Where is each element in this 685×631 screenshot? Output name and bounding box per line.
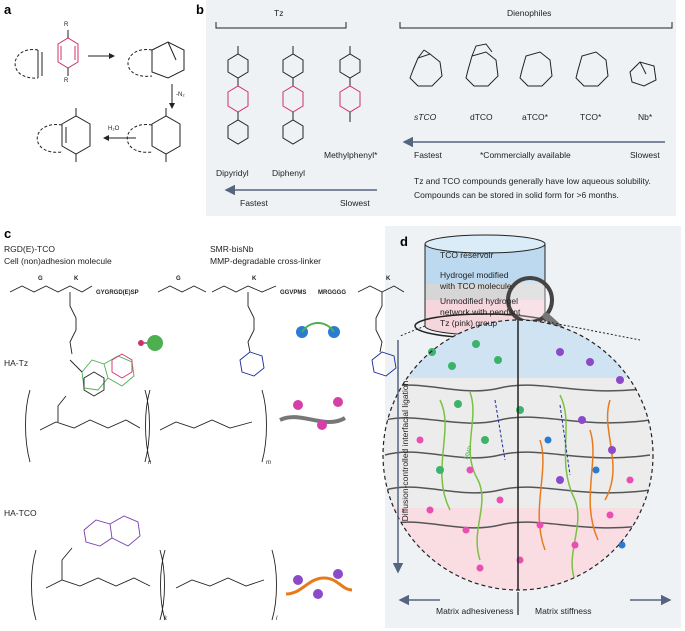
tco-ligand-icon [138, 335, 163, 351]
smr-sequence-2: MRGGGG [318, 290, 346, 296]
panel-a-scheme [14, 30, 185, 162]
modified-hydrogel-label: Hydrogel modified [440, 270, 509, 280]
stiffness-label: Matrix stiffness [535, 606, 592, 616]
dienophile-label: Nb* [638, 112, 653, 122]
dienophile-label: sTCO [414, 112, 437, 122]
tz-fastest-label: Fastest [240, 198, 268, 208]
dienophile-slowest-label: Slowest [630, 150, 660, 160]
n2-loss-label: -N₂ [176, 92, 185, 98]
zoom-circle [382, 319, 654, 591]
tz-compound-label: Methylphenyl* [324, 150, 378, 160]
rgd-residue-label: G [38, 276, 43, 282]
water-label: H₂O [108, 126, 120, 132]
dienophile-fastest-label: Fastest [414, 150, 442, 160]
smr-sequence-1: GGVPMS [280, 290, 307, 296]
tz-compound-label: Dipyridyl [216, 168, 249, 178]
hatz-title: HA-Tz [4, 358, 29, 368]
repeat-n: n [148, 460, 152, 466]
repeat-k: k [164, 616, 167, 622]
repeat-m: m [266, 460, 271, 466]
ha-tz-chain-icon [279, 397, 347, 430]
commercial-note: *Commercially available [480, 150, 571, 160]
rgd-title: RGD(E)-TCO [4, 244, 55, 254]
adhesiveness-label: Matrix adhesiveness [436, 606, 514, 616]
panel-b-letter: b [196, 2, 204, 17]
smr-title: SMR-bisNb [210, 244, 254, 254]
reservoir-label: TCO reservoir [440, 250, 494, 260]
solubility-note: Tz and TCO compounds generally have low … [414, 176, 651, 186]
nb-crosslinker-icon [296, 322, 340, 338]
tz-slowest-label: Slowest [340, 198, 370, 208]
panel-a-letter: a [4, 2, 12, 17]
dienophiles-header: Dienophiles [507, 8, 552, 18]
smr-residue-label: K [252, 276, 257, 282]
dienophile-label: dTCO [470, 112, 493, 122]
panel-b-tz-structures [215, 22, 361, 145]
storage-note: Compounds can be stored in solid form fo… [414, 190, 619, 200]
smr-residue-label: K [386, 276, 391, 282]
r-group-label: R [64, 22, 69, 28]
dienophile-label: aTCO* [522, 112, 548, 122]
rgd-residue-label: G [176, 276, 181, 282]
unmodified-hydrogel-label: network with pendant [440, 307, 521, 317]
tz-header: Tz [274, 8, 284, 18]
modified-hydrogel-label: with TCO molecule [440, 281, 512, 291]
ha-tco-chain-icon [285, 569, 353, 599]
panel-c-hatco-structure [31, 515, 277, 621]
panel-b-background [206, 0, 676, 216]
tz-compound-label: Diphenyl [272, 168, 306, 178]
panel-d-letter: d [400, 234, 408, 249]
rgd-subtitle: Cell (non)adhesion molecule [4, 256, 112, 266]
unmodified-hydrogel-label: Tz (pink) group [440, 318, 498, 328]
hatco-title: HA-TCO [4, 508, 37, 518]
smr-subtitle: MMP-degradable cross-linker [210, 256, 322, 266]
rgd-sequence: GYGRGD(E)SP [96, 290, 139, 296]
rgd-residue-label: K [74, 276, 79, 282]
unmodified-hydrogel-label: Unmodified hydrogel [440, 296, 518, 306]
panel-c-hatz-structure [25, 353, 267, 463]
panel-c-rgd-structure [9, 285, 207, 391]
panel-c-smr-structure [211, 285, 405, 377]
repeat-l: l [276, 616, 278, 622]
panel-c-letter: c [4, 226, 12, 241]
panel-b-dienophile-structures [399, 22, 673, 87]
r-group-label: R [64, 78, 69, 84]
diffusion-label: Diffusion-controlled interfacial ligatio… [400, 380, 410, 522]
dienophile-label: TCO* [580, 112, 602, 122]
